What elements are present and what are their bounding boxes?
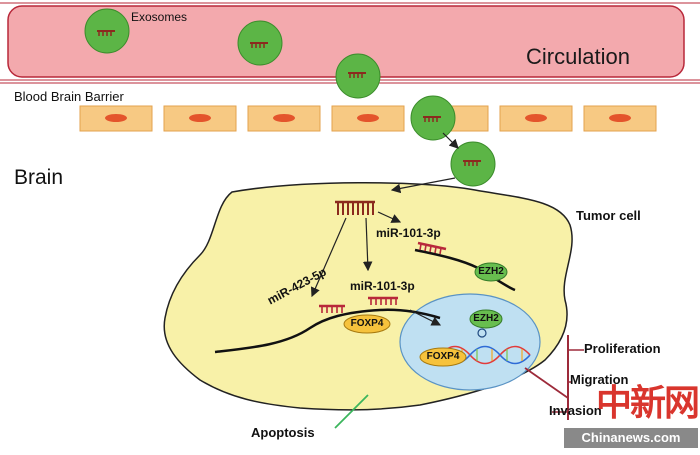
endothelial-nucleus — [609, 114, 631, 122]
label-brain: Brain — [14, 166, 64, 189]
ezh2-protein-cyto — [474, 262, 508, 282]
ezh2-protein-nuc — [469, 309, 503, 329]
histone-mark — [477, 328, 487, 338]
endothelial-nucleus — [273, 114, 295, 122]
arrow-to-mir101-top — [377, 211, 402, 223]
exosome — [410, 95, 456, 141]
mirna-cluster — [335, 200, 375, 215]
label-circulation: Circulation — [526, 44, 630, 69]
mirna-bound-foxp4-101 — [368, 296, 398, 305]
label-ezh2-cyto: EZH2 — [478, 266, 504, 277]
endothelial-cell — [79, 105, 153, 132]
foxp4-protein-cyto — [343, 314, 391, 334]
inhibit-line — [524, 367, 569, 399]
foxp4-mrna — [214, 308, 441, 354]
foxp4-protein-nuc — [419, 347, 467, 367]
label-mir101-top: miR-101-3p — [376, 226, 441, 240]
label-foxp4-nuc: FOXP4 — [426, 351, 460, 362]
apoptosis-arrow — [334, 394, 369, 429]
label-mir101-mid: miR-101-3p — [350, 279, 415, 293]
label-ezh2-nuc: EZH2 — [473, 313, 499, 324]
arrow-into-nucleus — [409, 309, 442, 326]
exosome — [335, 53, 381, 99]
label-exosomes: Exosomes — [131, 10, 188, 24]
endothelial-nucleus — [189, 114, 211, 122]
arrow-into-cell — [390, 177, 456, 194]
endothelial-nucleus — [357, 114, 379, 122]
label-migration: Migration — [570, 372, 629, 387]
watermark-site: Chinanews.com — [564, 428, 698, 448]
label-proliferation: Proliferation — [584, 341, 661, 356]
endothelial-nucleus — [105, 114, 127, 122]
endothelial-cells — [79, 105, 657, 132]
endothelial-nucleus — [525, 114, 547, 122]
tumor-nucleus — [399, 293, 541, 391]
mirna-bound-ezh2 — [417, 241, 447, 255]
arrow-to-mir423 — [310, 217, 347, 298]
label-foxp4-cyto: FOXP4 — [350, 318, 384, 329]
label-tumor-cell: Tumor cell — [576, 208, 641, 223]
exosome — [450, 141, 496, 187]
arrow-to-mir101-mid — [362, 217, 373, 272]
arrow-exosome-entry — [442, 132, 459, 149]
exosome — [84, 8, 130, 54]
exosome — [237, 20, 283, 66]
label-apoptosis: Apoptosis — [251, 425, 315, 440]
label-invasion: Invasion — [549, 403, 602, 418]
watermark-logo: 中新网 — [596, 382, 700, 424]
label-blood-brain-barrier: Blood Brain Barrier — [14, 89, 124, 104]
mirna-bound-foxp4-423 — [319, 304, 345, 313]
